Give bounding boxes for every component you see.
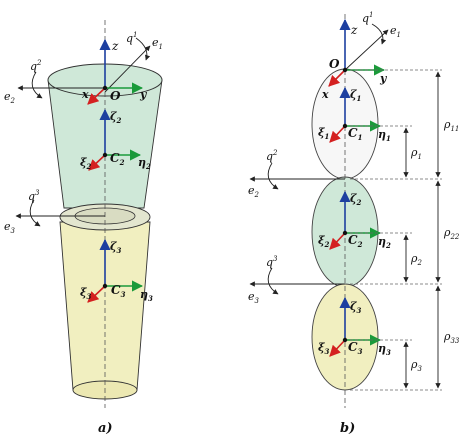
b-xi3-label: ξ3 — [318, 341, 330, 356]
b-e1-label: e1 — [390, 24, 401, 39]
b-zeta3-label: ζ3 — [350, 300, 362, 315]
a-c2-label: C2 — [110, 151, 125, 167]
b-e3-label: e3 — [248, 290, 260, 305]
base-origin-point — [102, 85, 108, 91]
joint-3-rotation-arrow — [29, 199, 41, 227]
b-c2-label: C2 — [348, 233, 363, 249]
b-origin-point — [342, 67, 348, 73]
a-y-label: y — [139, 88, 148, 101]
b-zeta2-label: ζ2 — [350, 192, 362, 207]
rho1-label: ρ1 — [410, 146, 422, 161]
rho33-label: ρ33 — [443, 330, 460, 345]
a-c3-label: C3 — [111, 283, 126, 299]
a-z-label: z — [111, 39, 119, 53]
panel-b: z O x y q1 e1 q2 e2 q3 e3 ζ1 ξ1 C1 η1 ζ2… — [248, 11, 460, 436]
a-eta3-label: η3 — [140, 288, 153, 303]
base-x-arrow — [87, 87, 106, 105]
b-origin-label: O — [329, 57, 340, 71]
joint-2-rotation-arrow — [31, 71, 43, 99]
b-c3-point — [342, 337, 348, 343]
rho2-label: ρ2 — [410, 252, 422, 267]
b-joint-1-rotation-arrow — [371, 23, 387, 45]
b-z-label: z — [350, 23, 358, 37]
b-joint-1-axis — [344, 29, 389, 71]
b-eta3-label: η3 — [378, 342, 391, 357]
panel-a: z O x y q1 e1 q2 e2 q3 e3 ζ2 ξ2 C2 η2 ζ3… — [4, 20, 163, 436]
a-eta2-label: η2 — [138, 156, 151, 171]
a-xi2-label: ξ2 — [80, 156, 92, 171]
c3-point — [102, 283, 108, 289]
b-c3-label: C3 — [348, 340, 363, 356]
joint-1-axis — [104, 45, 151, 93]
a-q3-label: q3 — [28, 189, 40, 203]
a-q1-label: q1 — [126, 31, 138, 45]
a-e1-label: e1 — [152, 36, 163, 51]
a-zeta2-label: ζ2 — [110, 110, 122, 125]
b-q3-label: q3 — [266, 255, 278, 269]
a-q2-label: q2 — [30, 59, 42, 73]
b-xi2-label: ξ2 — [318, 234, 330, 249]
a-e2-label: e2 — [4, 90, 16, 105]
a-e3-label: e3 — [4, 220, 16, 235]
b-zeta1-label: ζ1 — [350, 88, 361, 103]
c2-xi-arrow — [88, 154, 106, 171]
panel-a-caption: a) — [98, 421, 113, 436]
rho3-label: ρ3 — [410, 358, 422, 373]
c3-xi-arrow — [87, 285, 106, 303]
rho11-label: ρ11 — [443, 118, 459, 133]
b-eta1-label: η1 — [378, 128, 391, 143]
b-joint-3-rotation-arrow — [267, 267, 279, 295]
b-q2-label: q2 — [266, 149, 278, 163]
b-eta2-label: η2 — [378, 235, 391, 250]
b-e2-label: e2 — [248, 184, 260, 199]
b-c2-point — [342, 230, 348, 236]
panel-b-caption: b) — [340, 421, 355, 436]
b-base-x-arrow — [328, 69, 346, 87]
b-x-label: x — [321, 88, 329, 101]
c1-xi-arrow — [329, 125, 346, 143]
b-q1-label: q1 — [362, 11, 374, 25]
joint-1-rotation-arrow — [135, 37, 151, 61]
b-joint-2-rotation-arrow — [267, 162, 279, 190]
a-origin-label: O — [110, 89, 121, 103]
b-xi1-label: ξ1 — [318, 126, 329, 141]
b-c1-label: C1 — [348, 126, 362, 142]
a-zeta3-label: ζ3 — [110, 240, 122, 255]
a-xi3-label: ξ3 — [80, 286, 92, 301]
b-c3-xi-arrow — [329, 339, 346, 357]
b-c2-xi-arrow — [329, 232, 346, 250]
a-x-label: x — [81, 88, 89, 101]
c2-point — [102, 152, 108, 158]
c1-point — [342, 123, 348, 129]
rho22-label: ρ22 — [443, 226, 460, 241]
b-y-label: y — [379, 72, 388, 85]
